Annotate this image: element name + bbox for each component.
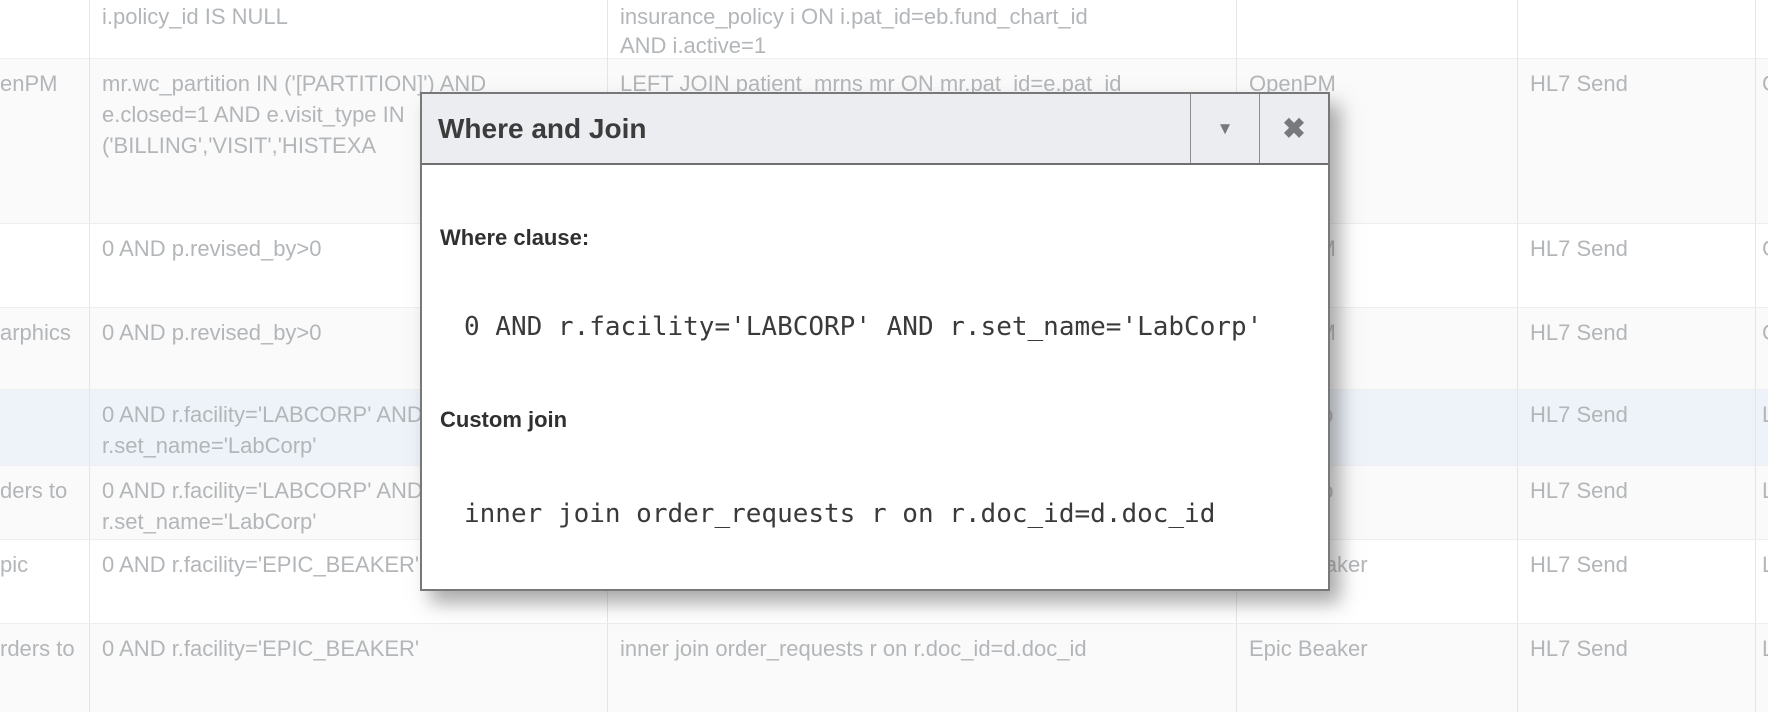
cell-send-type: HL7 Send	[1518, 540, 1756, 623]
cell-custom-join: LEFT JOIN patient_mrns mr ON mr.pat_id=e…	[608, 59, 1237, 223]
cell-send-type: HL7 Send	[1518, 224, 1756, 307]
cell-where-clause: 0 AND p.revised_by>0	[90, 224, 608, 307]
cell-clipped: L	[1756, 624, 1768, 712]
cell-send-type: HL7 Send	[1518, 624, 1756, 712]
cell-custom-join: inner join order_requests r on r.doc_id=…	[608, 624, 1237, 712]
cell-send-type: HL7 Send	[1518, 466, 1756, 539]
dialog-title: Where and Join	[438, 112, 647, 144]
cell-system	[1237, 0, 1518, 60]
cell-send-type: HL7 Send	[1518, 59, 1756, 223]
cell-source: arphics	[0, 308, 90, 389]
cell-source	[0, 224, 90, 307]
cell-clipped: C	[1756, 308, 1768, 389]
cell-send-type	[1518, 0, 1756, 60]
cell-source	[0, 390, 90, 465]
dialog-body: Where clause: 0 AND r.facility='LABCORP'…	[422, 165, 1328, 589]
custom-join-label: Custom join	[440, 407, 568, 432]
cell-clipped: L	[1756, 390, 1768, 465]
cell-source: enPM	[0, 59, 90, 223]
cell-send-type: HL7 Send	[1518, 390, 1756, 465]
cell-custom-join: insurance_policy i ON i.pat_id=eb.fund_c…	[608, 0, 1237, 60]
cell-source	[0, 0, 90, 60]
cell-source: pic	[0, 540, 90, 623]
cell-where-clause: 0 AND r.facility='EPIC_BEAKER'	[90, 540, 608, 623]
cell-clipped: L	[1756, 540, 1768, 623]
cell-where-clause: mr.wc_partition IN ('[PARTITION]') AND e…	[90, 59, 608, 223]
cell-where-clause: 0 AND r.facility='LABCORP' AND r.set_nam…	[90, 466, 608, 539]
cell-clipped: C	[1756, 59, 1768, 223]
close-button[interactable]: ✖	[1259, 94, 1328, 163]
cell-clipped: C	[1756, 224, 1768, 307]
collapse-button[interactable]: ▼	[1190, 94, 1259, 163]
cell-source: ders to	[0, 466, 90, 539]
where-clause-label: Where clause:	[440, 225, 590, 250]
table-row[interactable]: rders to 0 AND r.facility='EPIC_BEAKER' …	[0, 623, 1768, 712]
table-row[interactable]: i.policy_id IS NULL insurance_policy i O…	[0, 0, 1768, 60]
where-and-join-dialog: Where and Join ▼ ✖ Where clause: 0 AND r…	[420, 92, 1330, 591]
cell-send-type: HL7 Send	[1518, 308, 1756, 389]
cell-where-clause: 0 AND r.facility='LABCORP' AND r.set_nam…	[90, 390, 608, 465]
cell-source: rders to	[0, 624, 90, 712]
chevron-down-icon: ▼	[1216, 119, 1234, 138]
cell-system: Epic Beaker	[1237, 624, 1518, 712]
cell-system: OpenPM	[1237, 59, 1518, 223]
close-icon: ✖	[1282, 112, 1306, 144]
cell-clipped: L	[1756, 466, 1768, 539]
dialog-titlebar[interactable]: Where and Join ▼ ✖	[422, 94, 1328, 165]
custom-join-value: inner join order_requests r on r.doc_id=…	[464, 499, 1216, 529]
cell-clipped	[1756, 0, 1768, 60]
where-clause-value: 0 AND r.facility='LABCORP' AND r.set_nam…	[464, 312, 1263, 342]
cell-where-clause: 0 AND r.facility='EPIC_BEAKER'	[90, 624, 608, 712]
cell-where-clause: i.policy_id IS NULL	[90, 0, 608, 60]
